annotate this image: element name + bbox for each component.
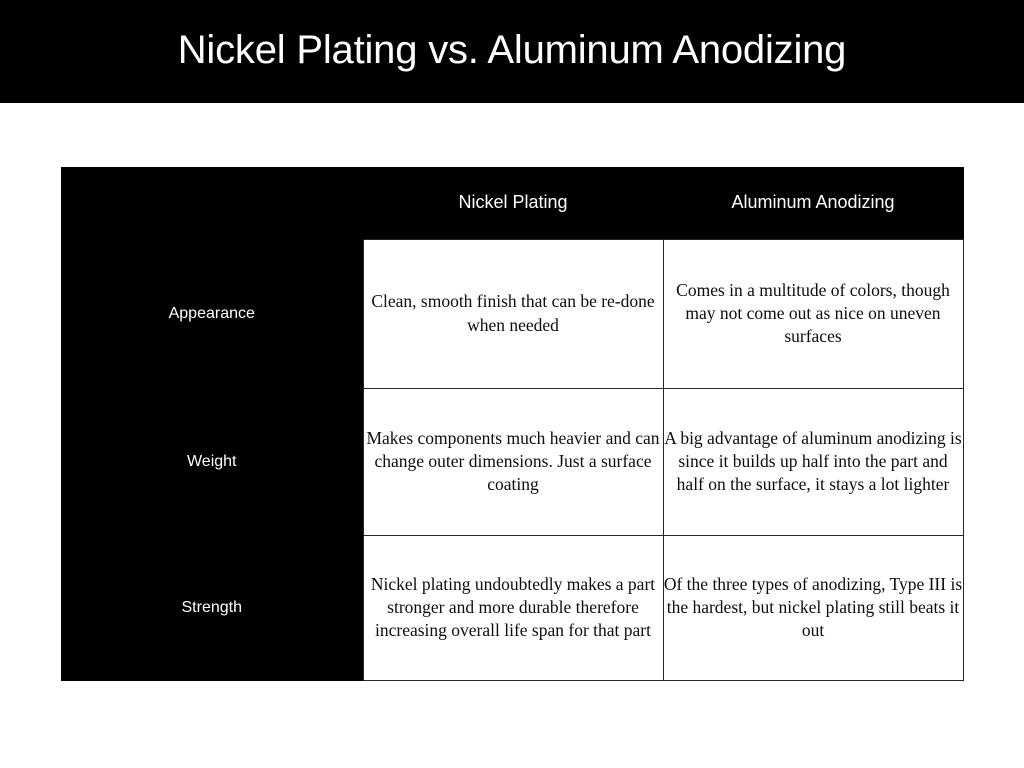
table-header: Nickel Plating Aluminum Anodizing [61,167,963,239]
cell-strength-aluminum-anodizing: Of the three types of anodizing, Type II… [662,534,964,681]
comparison-table: Nickel Plating Aluminum Anodizing Appear… [61,167,964,681]
column-header-nickel-plating: Nickel Plating [363,167,663,239]
cell-appearance-nickel-plating: Clean, smooth finish that can be re-done… [362,238,664,389]
cell-weight-nickel-plating: Makes components much heavier and can ch… [362,387,664,536]
table-corner-cell [61,167,363,239]
title-banner: Nickel Plating vs. Aluminum Anodizing [0,0,1024,103]
row-label-strength: Strength [61,535,363,680]
table-row-weight: Weight Makes components much heavier and… [61,387,964,536]
table-header-row: Nickel Plating Aluminum Anodizing [61,167,963,239]
table-row-strength: Strength Nickel plating undoubtedly make… [61,534,964,681]
cell-weight-aluminum-anodizing: A big advantage of aluminum anodizing is… [662,387,964,536]
row-label-appearance: Appearance [61,239,363,388]
page-title: Nickel Plating vs. Aluminum Anodizing [177,27,847,72]
column-header-aluminum-anodizing: Aluminum Anodizing [663,167,963,239]
table-row-appearance: Appearance Clean, smooth finish that can… [61,238,964,389]
table-body: Appearance Clean, smooth finish that can… [61,238,964,681]
cell-appearance-aluminum-anodizing: Comes in a multitude of colors, though m… [662,238,964,389]
row-label-weight: Weight [61,388,363,535]
cell-strength-nickel-plating: Nickel plating undoubtedly makes a part … [362,534,664,681]
